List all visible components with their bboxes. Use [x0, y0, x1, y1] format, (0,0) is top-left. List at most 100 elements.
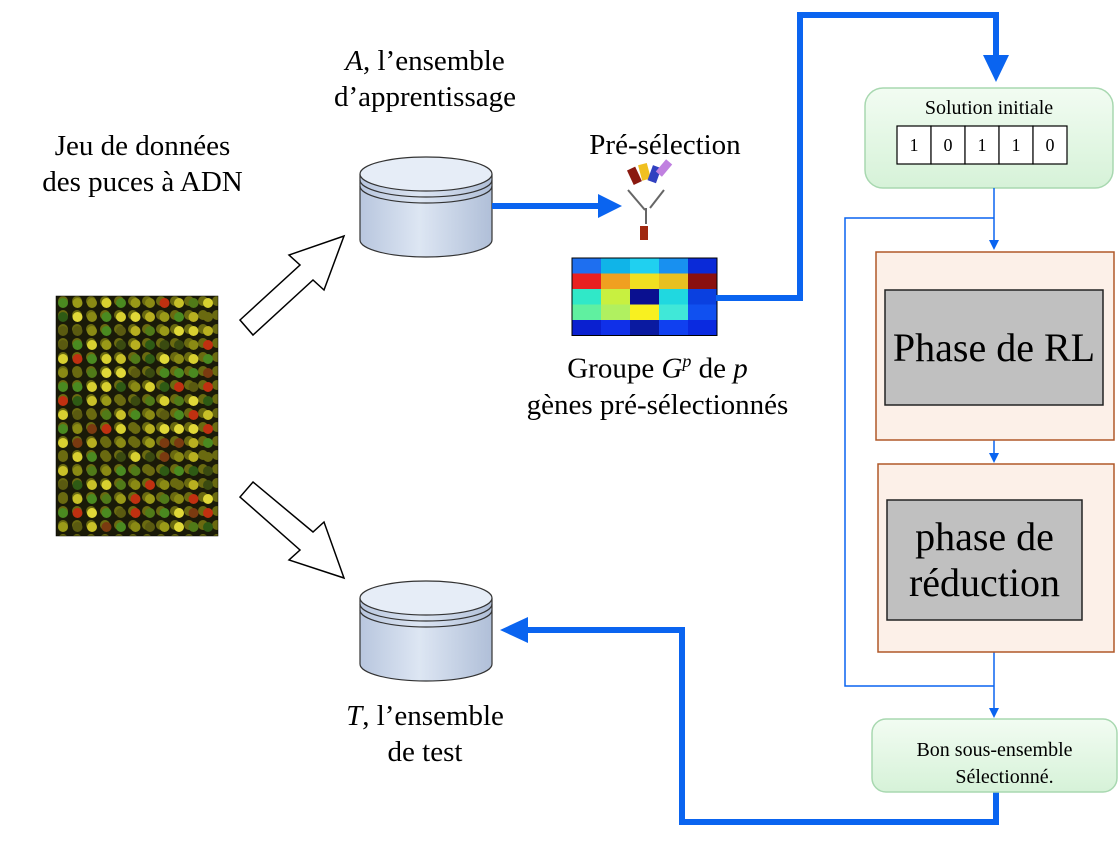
- microarray-spot: [174, 508, 184, 518]
- microarray-spot: [159, 438, 170, 448]
- flow-lines: [844, 188, 999, 718]
- microarray-spot: [116, 354, 126, 364]
- bit-value: 0: [1046, 135, 1055, 155]
- microarray-spot: [174, 452, 184, 462]
- training-set-symbol: A: [345, 45, 363, 77]
- microarray-spot: [188, 522, 199, 532]
- microarray-spot: [159, 480, 170, 490]
- training-set-title: , l’ensemble: [362, 45, 505, 77]
- microarray-spot: [130, 312, 141, 322]
- microarray-spot: [58, 396, 68, 406]
- microarray-spot: [174, 368, 184, 378]
- microarray-spot: [101, 480, 112, 490]
- arrow-train-to-filter: [492, 194, 622, 218]
- microarray-spot: [58, 466, 68, 476]
- microarray-spot: [188, 298, 199, 308]
- microarray-spot: [188, 340, 199, 350]
- microarray-spot: [145, 368, 155, 378]
- group-p: p: [733, 352, 748, 385]
- bit-cell: [964, 125, 1000, 165]
- heatmap-cell: [688, 320, 717, 336]
- bit-value: 1: [910, 135, 919, 155]
- test-set-line2: de test: [387, 736, 463, 769]
- microarray-spot: [145, 424, 155, 434]
- microarray-spot: [203, 312, 213, 322]
- microarray-spot: [130, 508, 141, 518]
- microarray-spot: [159, 354, 170, 364]
- microarray-spot: [145, 452, 155, 462]
- microarray-spot: [159, 466, 170, 476]
- microarray-spot: [130, 410, 141, 420]
- gene-group-label: Groupe Gp de p gènes pré-sélectionnés: [470, 350, 845, 423]
- microarray-spot: [130, 354, 141, 364]
- microarray-spot: [145, 522, 155, 532]
- microarray-spot: [87, 508, 97, 518]
- phase-rl-label: Phase de RL: [892, 325, 1096, 370]
- test-set-symbol: T: [346, 700, 363, 732]
- microarray-spot: [87, 480, 97, 490]
- microarray-spot: [72, 452, 83, 462]
- microarray-spot: [87, 522, 97, 532]
- microarray-spot: [116, 452, 126, 462]
- microarray-image: [55, 295, 219, 537]
- heatmap-cell: [659, 273, 688, 289]
- test-set-cylinder: [359, 580, 493, 682]
- microarray-spot: [72, 382, 83, 392]
- microarray-spot: [130, 424, 141, 434]
- microarray-spot: [72, 298, 83, 308]
- microarray-spot: [159, 368, 170, 378]
- microarray-spot: [174, 298, 184, 308]
- microarray-spot: [87, 312, 97, 322]
- microarray-spot: [174, 522, 184, 532]
- heatmap-cell: [572, 289, 601, 305]
- microarray-spot: [188, 326, 199, 336]
- microarray-spot: [159, 410, 170, 420]
- microarray-spot: [87, 466, 97, 476]
- microarray-spot: [101, 396, 112, 406]
- microarray-spot: [58, 410, 68, 420]
- microarray-spot: [58, 508, 68, 518]
- microarray-spot: [87, 340, 97, 350]
- microarray-spot: [116, 508, 126, 518]
- microarray-spot: [203, 508, 213, 518]
- microarray-spot: [130, 438, 141, 448]
- microarray-spot: [174, 326, 184, 336]
- test-set-label: T, l’ensemble de test: [290, 698, 560, 771]
- heatmap-cell: [601, 289, 630, 305]
- bit-value: 1: [978, 135, 987, 155]
- microarray-spot: [145, 340, 155, 350]
- microarray-spot: [203, 494, 213, 504]
- heatmap-cell: [601, 320, 630, 336]
- microarray-spot: [174, 466, 184, 476]
- microarray-spot: [58, 480, 68, 490]
- microarray-spot: [188, 424, 199, 434]
- microarray-spot: [145, 466, 155, 476]
- microarray-spot: [116, 466, 126, 476]
- microarray-spot: [87, 354, 97, 364]
- heatmap-cell: [688, 289, 717, 305]
- result-line1: Bon sous-ensemble: [916, 739, 1073, 761]
- result-label: Bon sous-ensemble Sélectionné.: [872, 737, 1117, 791]
- microarray-spot: [101, 354, 112, 364]
- microarray-spot: [159, 494, 170, 504]
- arrow-result-to-test: [500, 617, 999, 825]
- microarray-spot: [174, 312, 184, 322]
- microarray-spot: [145, 382, 155, 392]
- microarray-spot: [188, 466, 199, 476]
- microarray-spot: [101, 312, 112, 322]
- microarray-spot: [72, 494, 83, 504]
- microarray-spot: [116, 326, 126, 336]
- microarray-spot: [72, 480, 83, 490]
- microarray-spot: [72, 522, 83, 532]
- microarray-spot: [203, 410, 213, 420]
- microarray-spot: [101, 326, 112, 336]
- microarray-spot: [159, 340, 170, 350]
- microarray-spot: [87, 424, 97, 434]
- microarray-spot: [58, 494, 68, 504]
- microarray-spot: [130, 396, 141, 406]
- arrow-to-train: [238, 234, 346, 337]
- microarray-spot: [188, 410, 199, 420]
- microarray-spot: [203, 354, 213, 364]
- microarray-spot: [58, 368, 68, 378]
